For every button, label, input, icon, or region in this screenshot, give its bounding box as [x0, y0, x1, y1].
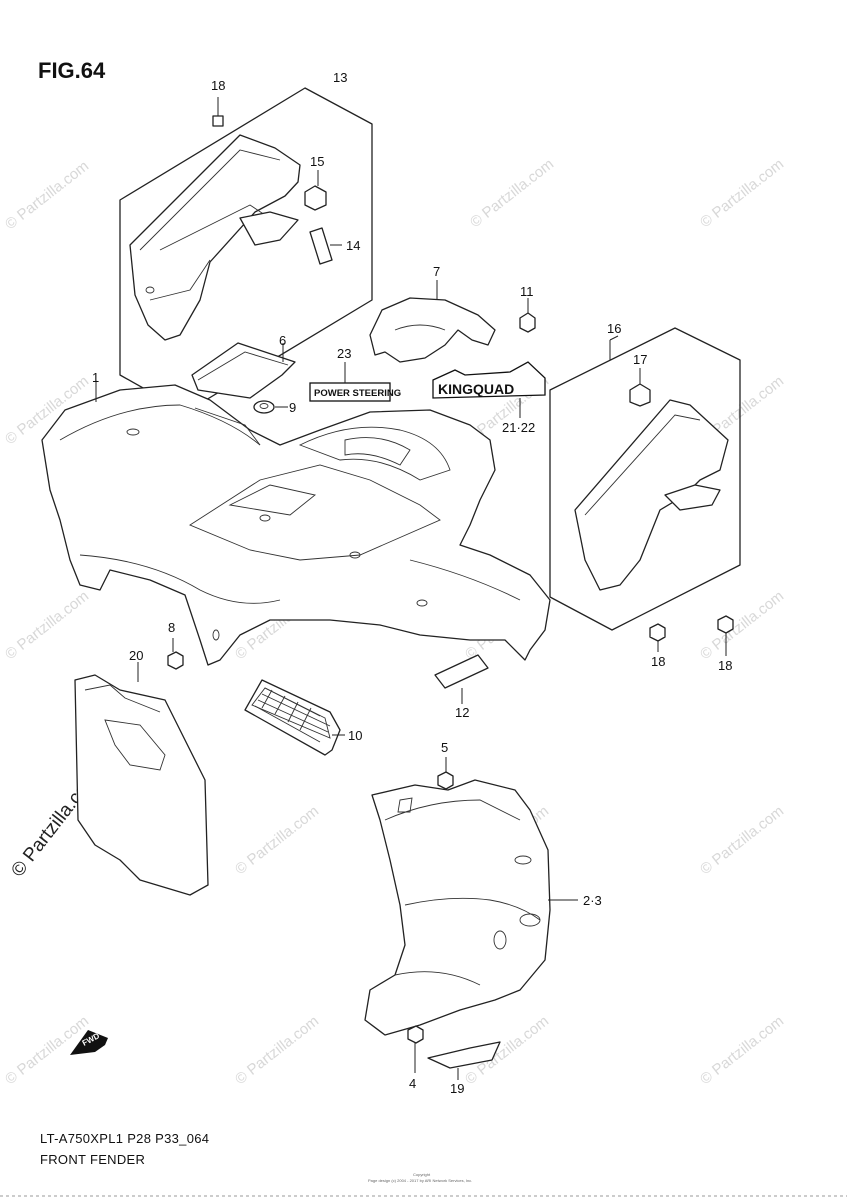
clip-15	[304, 170, 327, 211]
fwd-arrow: FWD	[70, 1030, 108, 1055]
watermark: © Partzilla.com	[2, 158, 92, 234]
watermark: © Partzilla.com	[697, 803, 787, 879]
bolt-18-top	[212, 97, 224, 127]
callout-21-22: 21·22	[502, 420, 535, 435]
callout-1: 1	[92, 370, 99, 385]
pad-12	[434, 654, 489, 704]
bolt-18-mid	[649, 623, 666, 652]
inner-fender-2-3	[364, 779, 578, 1036]
watermark: © Partzilla.com	[697, 1013, 787, 1089]
watermark: © Partzilla.com	[697, 588, 787, 664]
watermark: © Partzilla.com	[697, 156, 787, 232]
nut-11	[519, 298, 536, 333]
callout-11: 11	[520, 284, 534, 299]
callout-17: 17	[633, 352, 647, 367]
grommet-9	[253, 400, 288, 414]
callout-8: 8	[168, 620, 175, 635]
callout-12: 12	[455, 705, 469, 720]
pad-14	[309, 227, 342, 265]
callout-9: 9	[289, 400, 296, 415]
bolt-4	[407, 1025, 424, 1073]
callout-6: 6	[279, 333, 286, 348]
front-fender-1	[41, 380, 551, 666]
callout-13: 13	[333, 70, 347, 85]
callout-labels: 18 13 15 14 7 11 16 17 6 23 1 9 21·22 8 …	[92, 70, 732, 1096]
callout-7: 7	[433, 264, 440, 279]
callout-4: 4	[409, 1076, 416, 1091]
callout-20: 20	[129, 648, 143, 663]
callout-15: 15	[310, 154, 324, 169]
callout-16: 16	[607, 321, 621, 336]
bolt-5	[437, 757, 454, 790]
decal-21-22-kingquad: KINGQUAD	[432, 361, 546, 418]
vent-grille-10	[244, 679, 345, 756]
callout-18: 18	[718, 658, 732, 673]
callout-18: 18	[651, 654, 665, 669]
bolt-8	[167, 638, 184, 670]
part-13-inner-guard	[129, 134, 301, 341]
decal-power-steering-text: POWER STEERING	[314, 388, 401, 399]
copyright-line-1: Copyright	[413, 1172, 431, 1177]
watermark: © Partzilla.com	[232, 803, 322, 879]
part-16-panel-box	[549, 327, 741, 631]
model-code: LT-A750XPL1 P28 P33_064	[40, 1131, 209, 1146]
watermark: © Partzilla.com	[467, 156, 557, 232]
callout-23: 23	[337, 346, 351, 361]
cover-7	[369, 280, 496, 363]
pad-19	[427, 1041, 501, 1080]
callout-2-3: 2·3	[583, 893, 602, 908]
callout-5: 5	[441, 740, 448, 755]
section-name: FRONT FENDER	[40, 1152, 145, 1167]
bolt-18-right	[717, 615, 734, 656]
watermark: © Partzilla.com	[232, 1013, 322, 1089]
mud-guard-20	[74, 662, 209, 896]
watermark: © Partzilla.com	[2, 588, 92, 664]
clip-17	[629, 368, 651, 407]
figure-title: FIG.64	[38, 58, 106, 83]
panel-6	[191, 342, 296, 399]
callout-19: 19	[450, 1081, 464, 1096]
part-13-panel-box	[119, 87, 373, 413]
callout-10: 10	[348, 728, 362, 743]
decal-kingquad-text: KINGQUAD	[438, 381, 514, 397]
decal-23-power-steering: POWER STEERING	[309, 362, 401, 402]
copyright-line-2: Page design (c) 2004 - 2017 by ARI Netwo…	[368, 1178, 472, 1183]
callout-14: 14	[346, 238, 360, 253]
callout-18: 18	[211, 78, 225, 93]
